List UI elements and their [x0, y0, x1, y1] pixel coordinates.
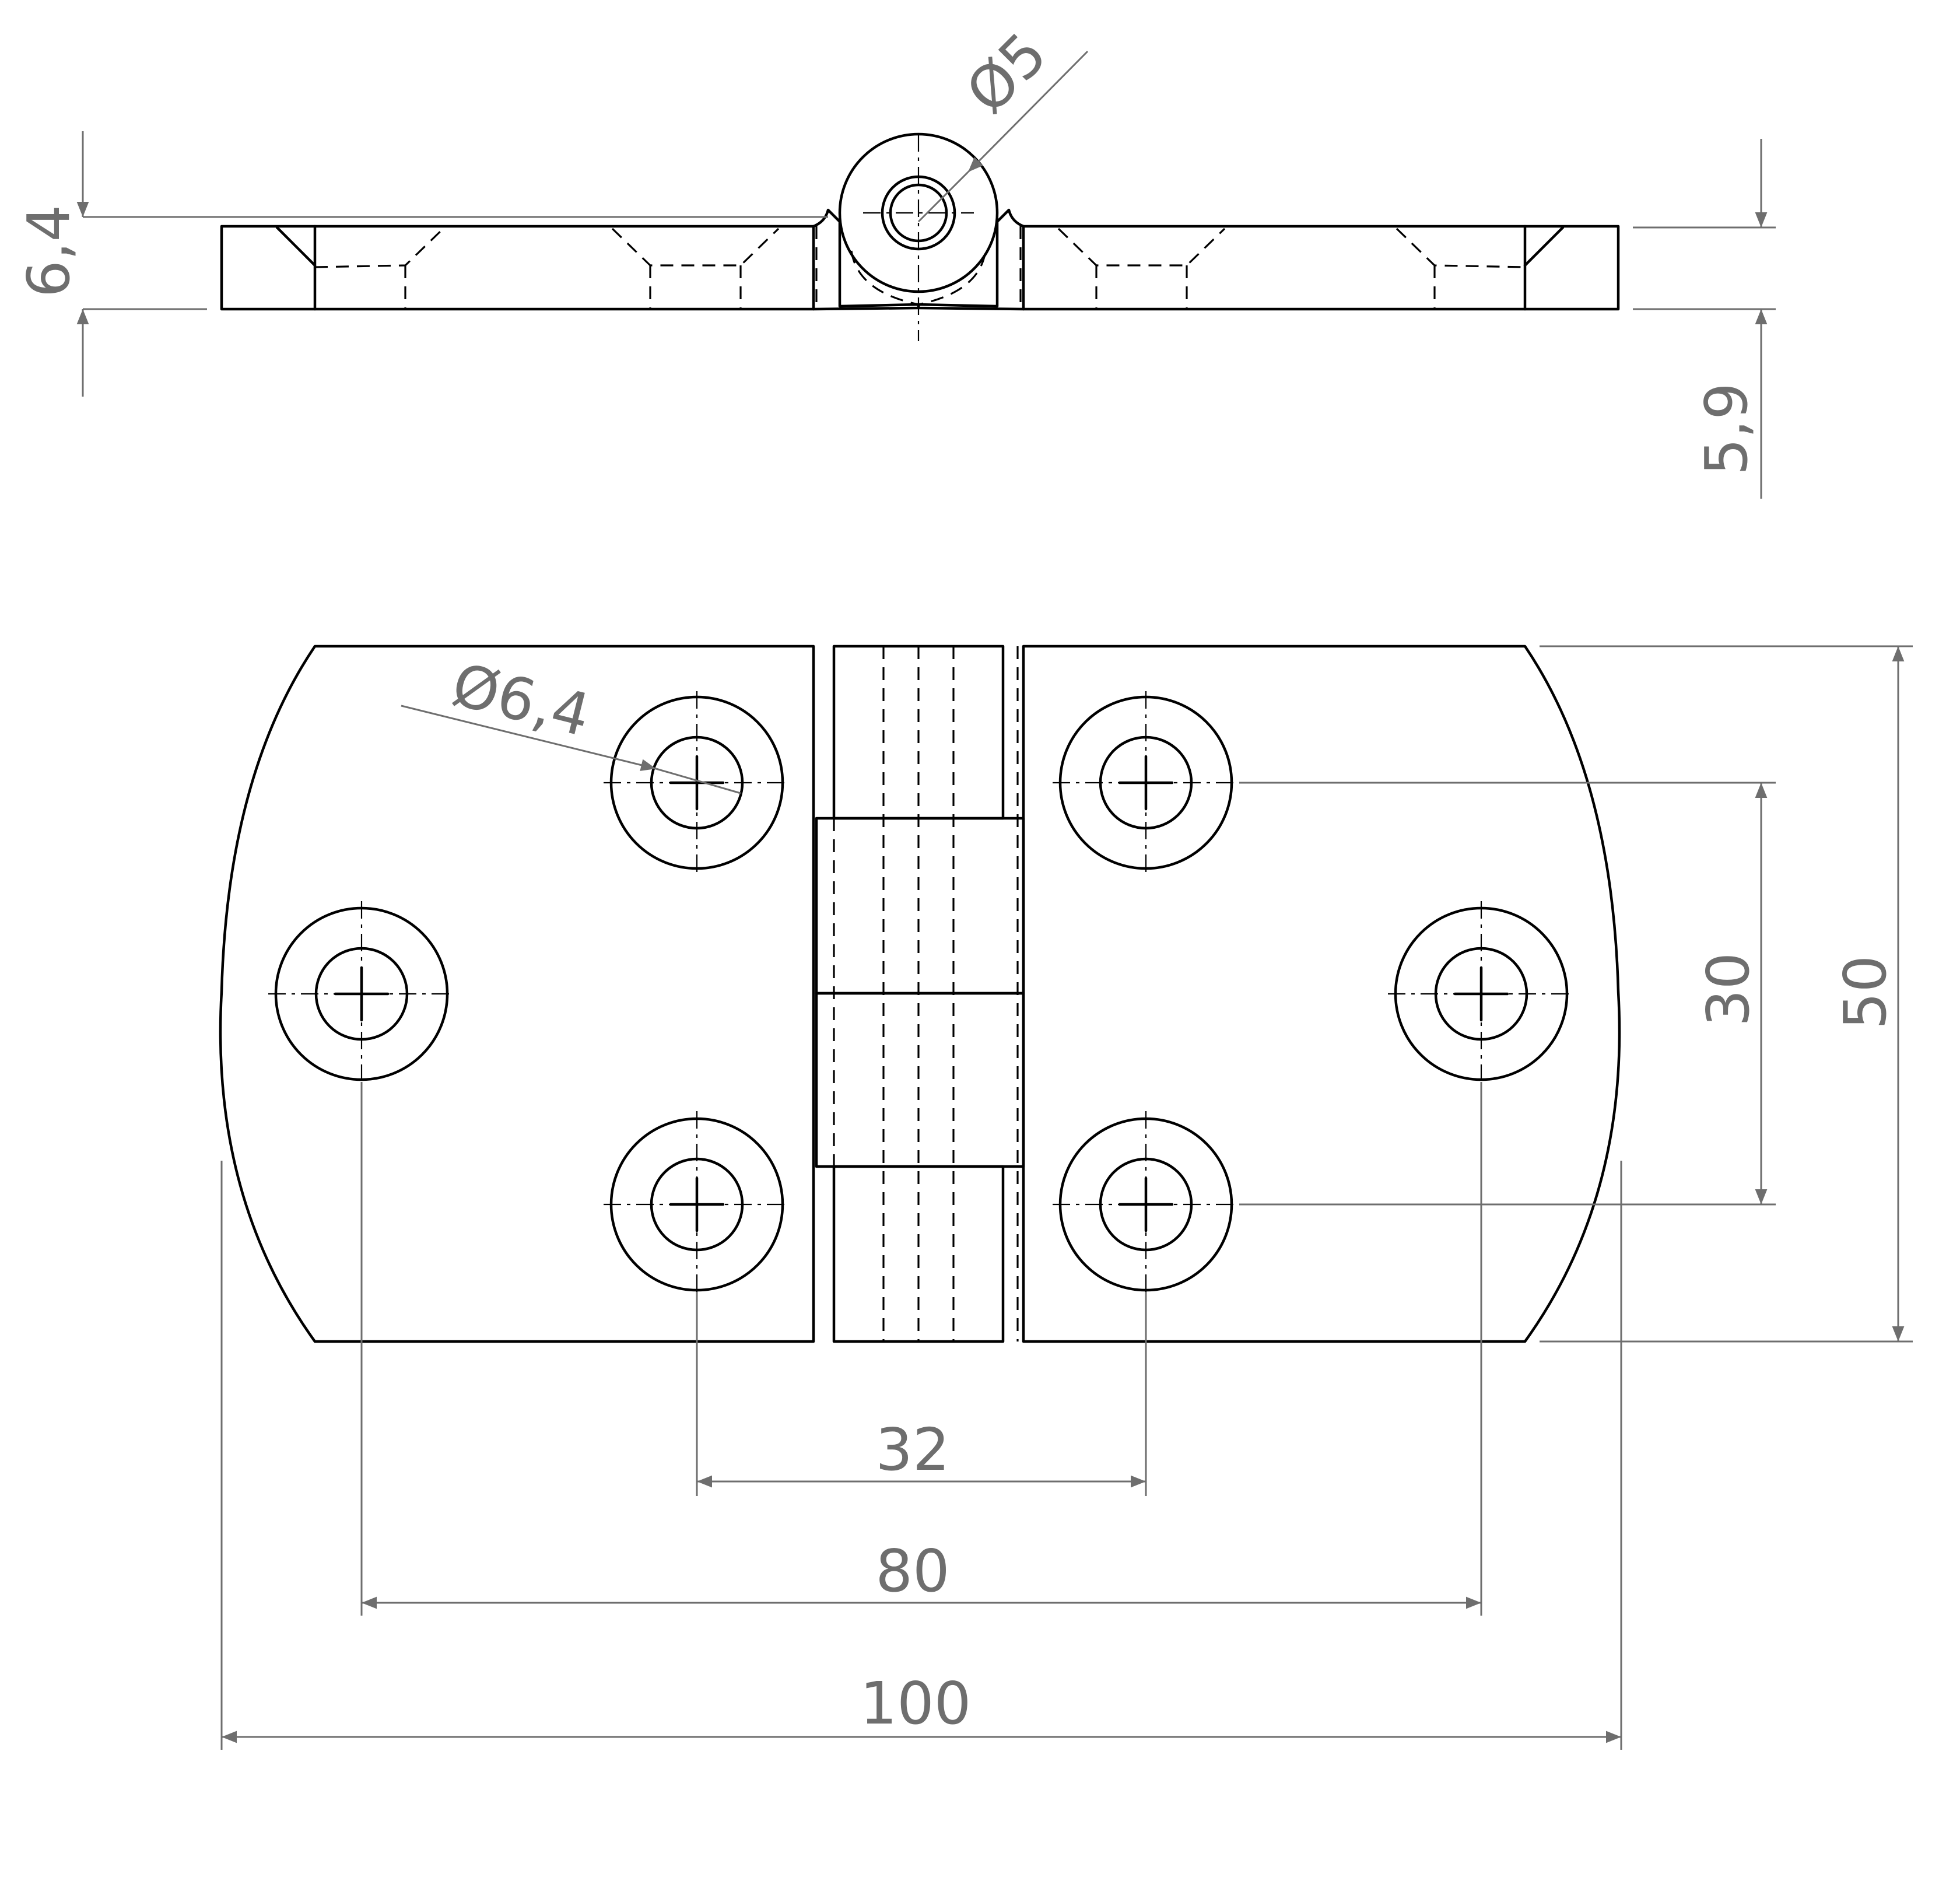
side-view-dimensions: Ø5 6,4 5,9 [15, 20, 1776, 499]
overall-length-label: 100 [860, 1669, 972, 1738]
plan-view [219, 644, 1621, 1343]
hidden-countersinks [314, 226, 1526, 309]
pin-diameter-label: Ø5 [953, 20, 1060, 127]
inner-hole-spacing-label: 32 [875, 1416, 949, 1484]
knuckle-height-label: 6,4 [15, 205, 83, 297]
hole-centerlines [268, 691, 1575, 1295]
outer-hole-spacing-label: 80 [875, 1537, 949, 1605]
hole-vertical-spacing-label: 30 [1694, 952, 1762, 1027]
knuckle-segment-middle [815, 817, 1025, 995]
right-leaf-outline [1022, 644, 1621, 1343]
leaf-thickness-label: 5,9 [1692, 383, 1761, 475]
side-view [220, 132, 1620, 341]
plan-view-dimensions: Ø6,4 32 80 100 30 50 [220, 645, 1913, 1750]
knuckle-segment-lower [815, 992, 1025, 1168]
hidden-pin-lines [815, 646, 1019, 1341]
overall-width-label: 50 [1831, 955, 1899, 1029]
left-leaf-outline [219, 644, 815, 1343]
hole-diameter-label: Ø6,4 [446, 650, 597, 750]
